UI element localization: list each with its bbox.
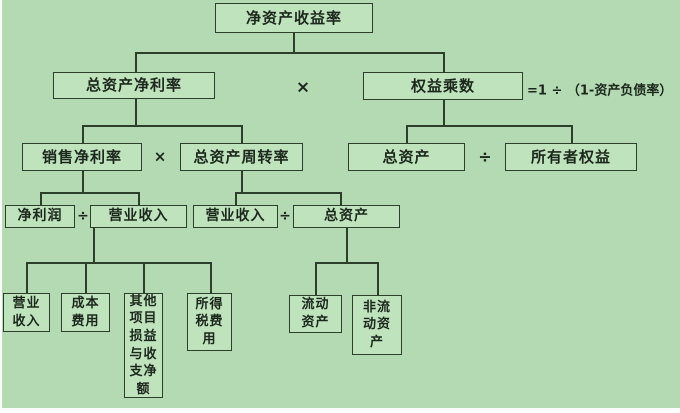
node-net-profit: 净利润 — [5, 205, 75, 228]
node-noncurrent-assets: 非流 动资 产 — [352, 295, 402, 355]
node-income-tax-expense: 所得 税费 用 — [187, 293, 232, 351]
connector-line — [135, 52, 137, 72]
left-edge-strip — [0, 0, 2, 413]
connector-line — [241, 171, 243, 192]
divide-operator-mid4: ÷ — [279, 208, 291, 224]
connector-line — [315, 262, 379, 264]
node-total-asset-net-profit-rate: 总资产净利率 — [53, 72, 215, 99]
connector-line — [377, 262, 379, 295]
node-revenue-bottom: 营业 收入 — [3, 293, 50, 332]
connector-line — [82, 125, 84, 143]
node-roe: 净资产收益率 — [215, 3, 373, 33]
node-equity-multiplier: 权益乘数 — [363, 72, 523, 100]
connector-line — [143, 262, 145, 293]
connector-line — [235, 192, 342, 194]
connector-line — [340, 192, 342, 205]
connector-line — [346, 228, 348, 262]
connector-line — [210, 262, 212, 293]
node-total-assets: 总资产 — [348, 143, 465, 171]
node-current-assets: 流动 资产 — [289, 295, 342, 333]
connector-line — [406, 125, 408, 143]
multiply-operator-mid: × — [153, 147, 167, 166]
node-total-assets-small: 总资产 — [293, 205, 400, 228]
connector-line — [26, 262, 212, 264]
connector-line — [135, 52, 445, 54]
node-owners-equity: 所有者权益 — [505, 143, 637, 171]
node-other-items-net: 其他 项目 损益 与收 支净 额 — [124, 293, 163, 398]
node-revenue-mid: 营业收入 — [193, 205, 278, 228]
connector-line — [443, 52, 445, 72]
connector-line — [85, 262, 87, 293]
connector-line — [138, 192, 140, 205]
divide-operator-left4: ÷ — [77, 208, 89, 224]
connector-line — [235, 192, 237, 205]
multiply-operator-top: × — [295, 77, 311, 98]
connector-line — [82, 171, 84, 192]
connector-line — [315, 262, 317, 295]
connector-line — [135, 99, 137, 125]
node-revenue-left: 营业收入 — [90, 205, 187, 228]
connector-line — [93, 228, 95, 262]
connector-line — [241, 125, 243, 143]
divide-operator-right: ÷ — [478, 147, 492, 166]
connector-line — [26, 262, 28, 293]
connector-line — [40, 192, 42, 205]
connector-line — [443, 100, 445, 125]
equity-multiplier-formula: =1 ÷ （1-资产负债率） — [527, 83, 673, 99]
connector-line — [571, 125, 573, 143]
connector-line — [406, 125, 573, 127]
node-cost-expense: 成本 费用 — [61, 293, 110, 332]
bottom-edge-strip — [0, 408, 680, 413]
node-net-profit-margin: 销售净利率 — [22, 143, 142, 171]
connector-line — [40, 192, 140, 194]
connector-line — [293, 33, 295, 52]
connector-line — [82, 125, 243, 127]
node-total-asset-turnover: 总资产周转率 — [180, 143, 303, 171]
